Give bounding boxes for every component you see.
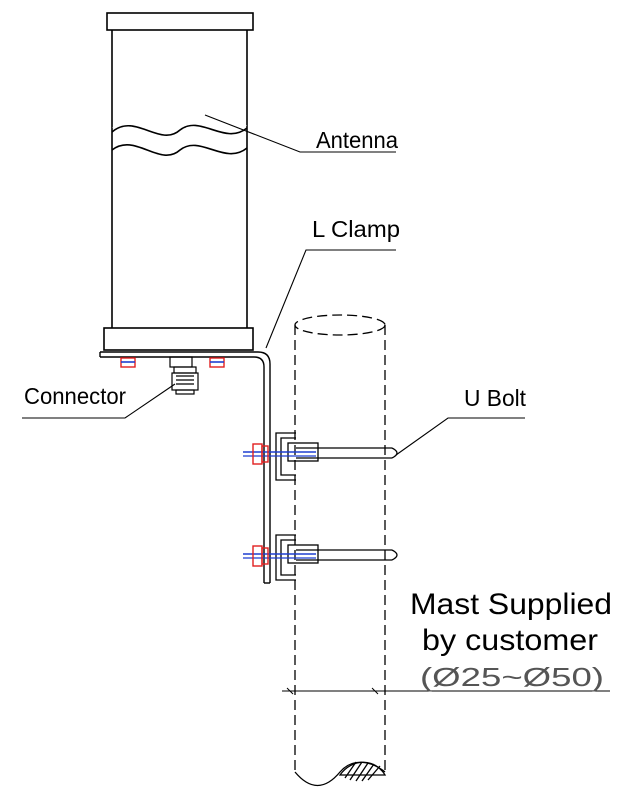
diameter-dimension [282,687,610,695]
l-clamp-inner [100,356,265,583]
u-bolt-leader [395,417,525,456]
antenna-leader [204,114,396,153]
label-mast-line2: by customer [422,624,598,657]
mast-break [294,761,387,787]
connector [169,356,199,395]
u-bolt-lower [243,534,398,581]
label-mast-diameter: (Ø25~Ø50) [420,662,604,692]
l-clamp [99,351,271,584]
label-antenna: Antenna [316,127,398,153]
break-line-lower [111,144,248,156]
base-screws [120,357,225,368]
break-line-upper [111,124,248,136]
antenna-bottom-cap [103,327,254,351]
label-mast-line1: Mast Supplied [410,588,612,621]
label-connector: Connector [24,383,126,409]
leader-lines [22,114,525,456]
antenna [103,12,254,351]
l-clamp-leader [265,249,396,349]
mast [294,314,386,770]
l-clamp-outer [100,351,271,583]
label-u-bolt: U Bolt [464,385,527,411]
label-l-clamp: L Clamp [312,216,400,242]
antenna-top-cap [106,12,254,31]
mast-top [294,314,386,336]
connector-leader [22,383,176,419]
u-bolt-upper [243,432,398,481]
